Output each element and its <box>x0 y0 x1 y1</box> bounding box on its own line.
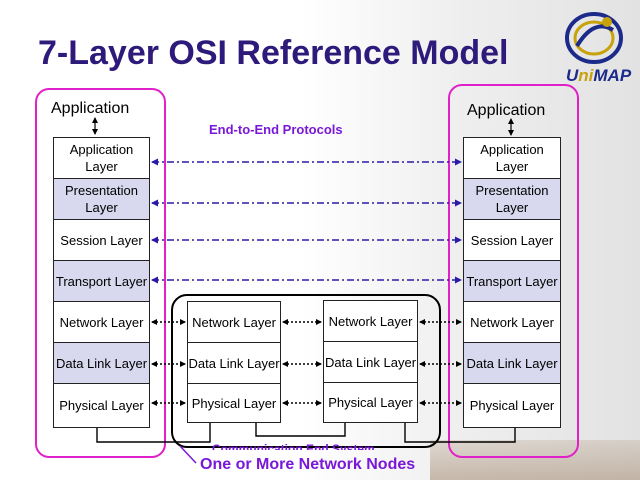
node-1-physical-layer: Physical Layer <box>191 395 277 411</box>
node-2-physical-layer: Physical Layer <box>328 395 413 410</box>
node-1-layer-stack: Network Layer Data Link Layer Physical L… <box>187 301 281 423</box>
left-transport-layer: Transport Layer <box>54 261 149 302</box>
left-application-layer: Application Layer <box>54 138 149 179</box>
right-application-label: Application <box>467 102 546 119</box>
right-session-layer: Session Layer <box>464 220 560 261</box>
end-to-end-protocols-label: End-to-End Protocols <box>209 122 343 137</box>
network-nodes-outline <box>171 294 441 448</box>
unimap-logo-icon <box>565 12 623 64</box>
slide-title: 7-Layer OSI Reference Model <box>38 34 509 72</box>
left-application-label: Application <box>51 100 130 117</box>
left-session-layer: Session Layer <box>54 220 149 261</box>
right-application-layer: Application Layer <box>464 138 560 179</box>
node-1-network-layer: Network Layer <box>188 302 280 343</box>
node-1-data-link-layer: Data Link Layer <box>188 343 280 384</box>
right-transport-layer: Transport Layer <box>464 261 560 302</box>
right-presentation-layer: Presentation Layer <box>464 179 560 220</box>
left-end-system-outline <box>35 88 166 458</box>
left-network-layer: Network Layer <box>54 302 149 343</box>
right-data-link-layer: Data Link Layer <box>464 343 560 384</box>
right-network-layer: Network Layer <box>464 302 560 343</box>
background-ground <box>430 440 640 480</box>
left-presentation-layer: Presentation Layer <box>54 179 149 220</box>
network-nodes-label: One or More Network Nodes <box>200 456 416 473</box>
node-2-layer-stack: Network Layer Data Link Layer Physical L… <box>323 300 418 423</box>
left-layer-stack: Application Layer Presentation Layer Ses… <box>53 137 150 428</box>
left-physical-layer: Physical Layer <box>59 398 144 413</box>
network-nodes-pointer <box>179 445 197 464</box>
communication-end-system-label: Communication End System <box>212 442 375 456</box>
right-physical-layer: Physical Layer <box>469 398 555 413</box>
node-2-network-layer: Network Layer <box>324 301 417 342</box>
physical-link-node2-right <box>404 423 516 443</box>
right-end-system-outline <box>448 84 579 458</box>
unimap-logo-text: UniMAP <box>566 66 632 85</box>
physical-link-left-node1 <box>96 423 211 443</box>
right-layer-stack: Application Layer Presentation Layer Ses… <box>463 137 561 428</box>
physical-link-node1-node2 <box>255 423 346 437</box>
node-2-data-link-layer: Data Link Layer <box>324 342 417 383</box>
left-data-link-layer: Data Link Layer <box>54 343 149 384</box>
